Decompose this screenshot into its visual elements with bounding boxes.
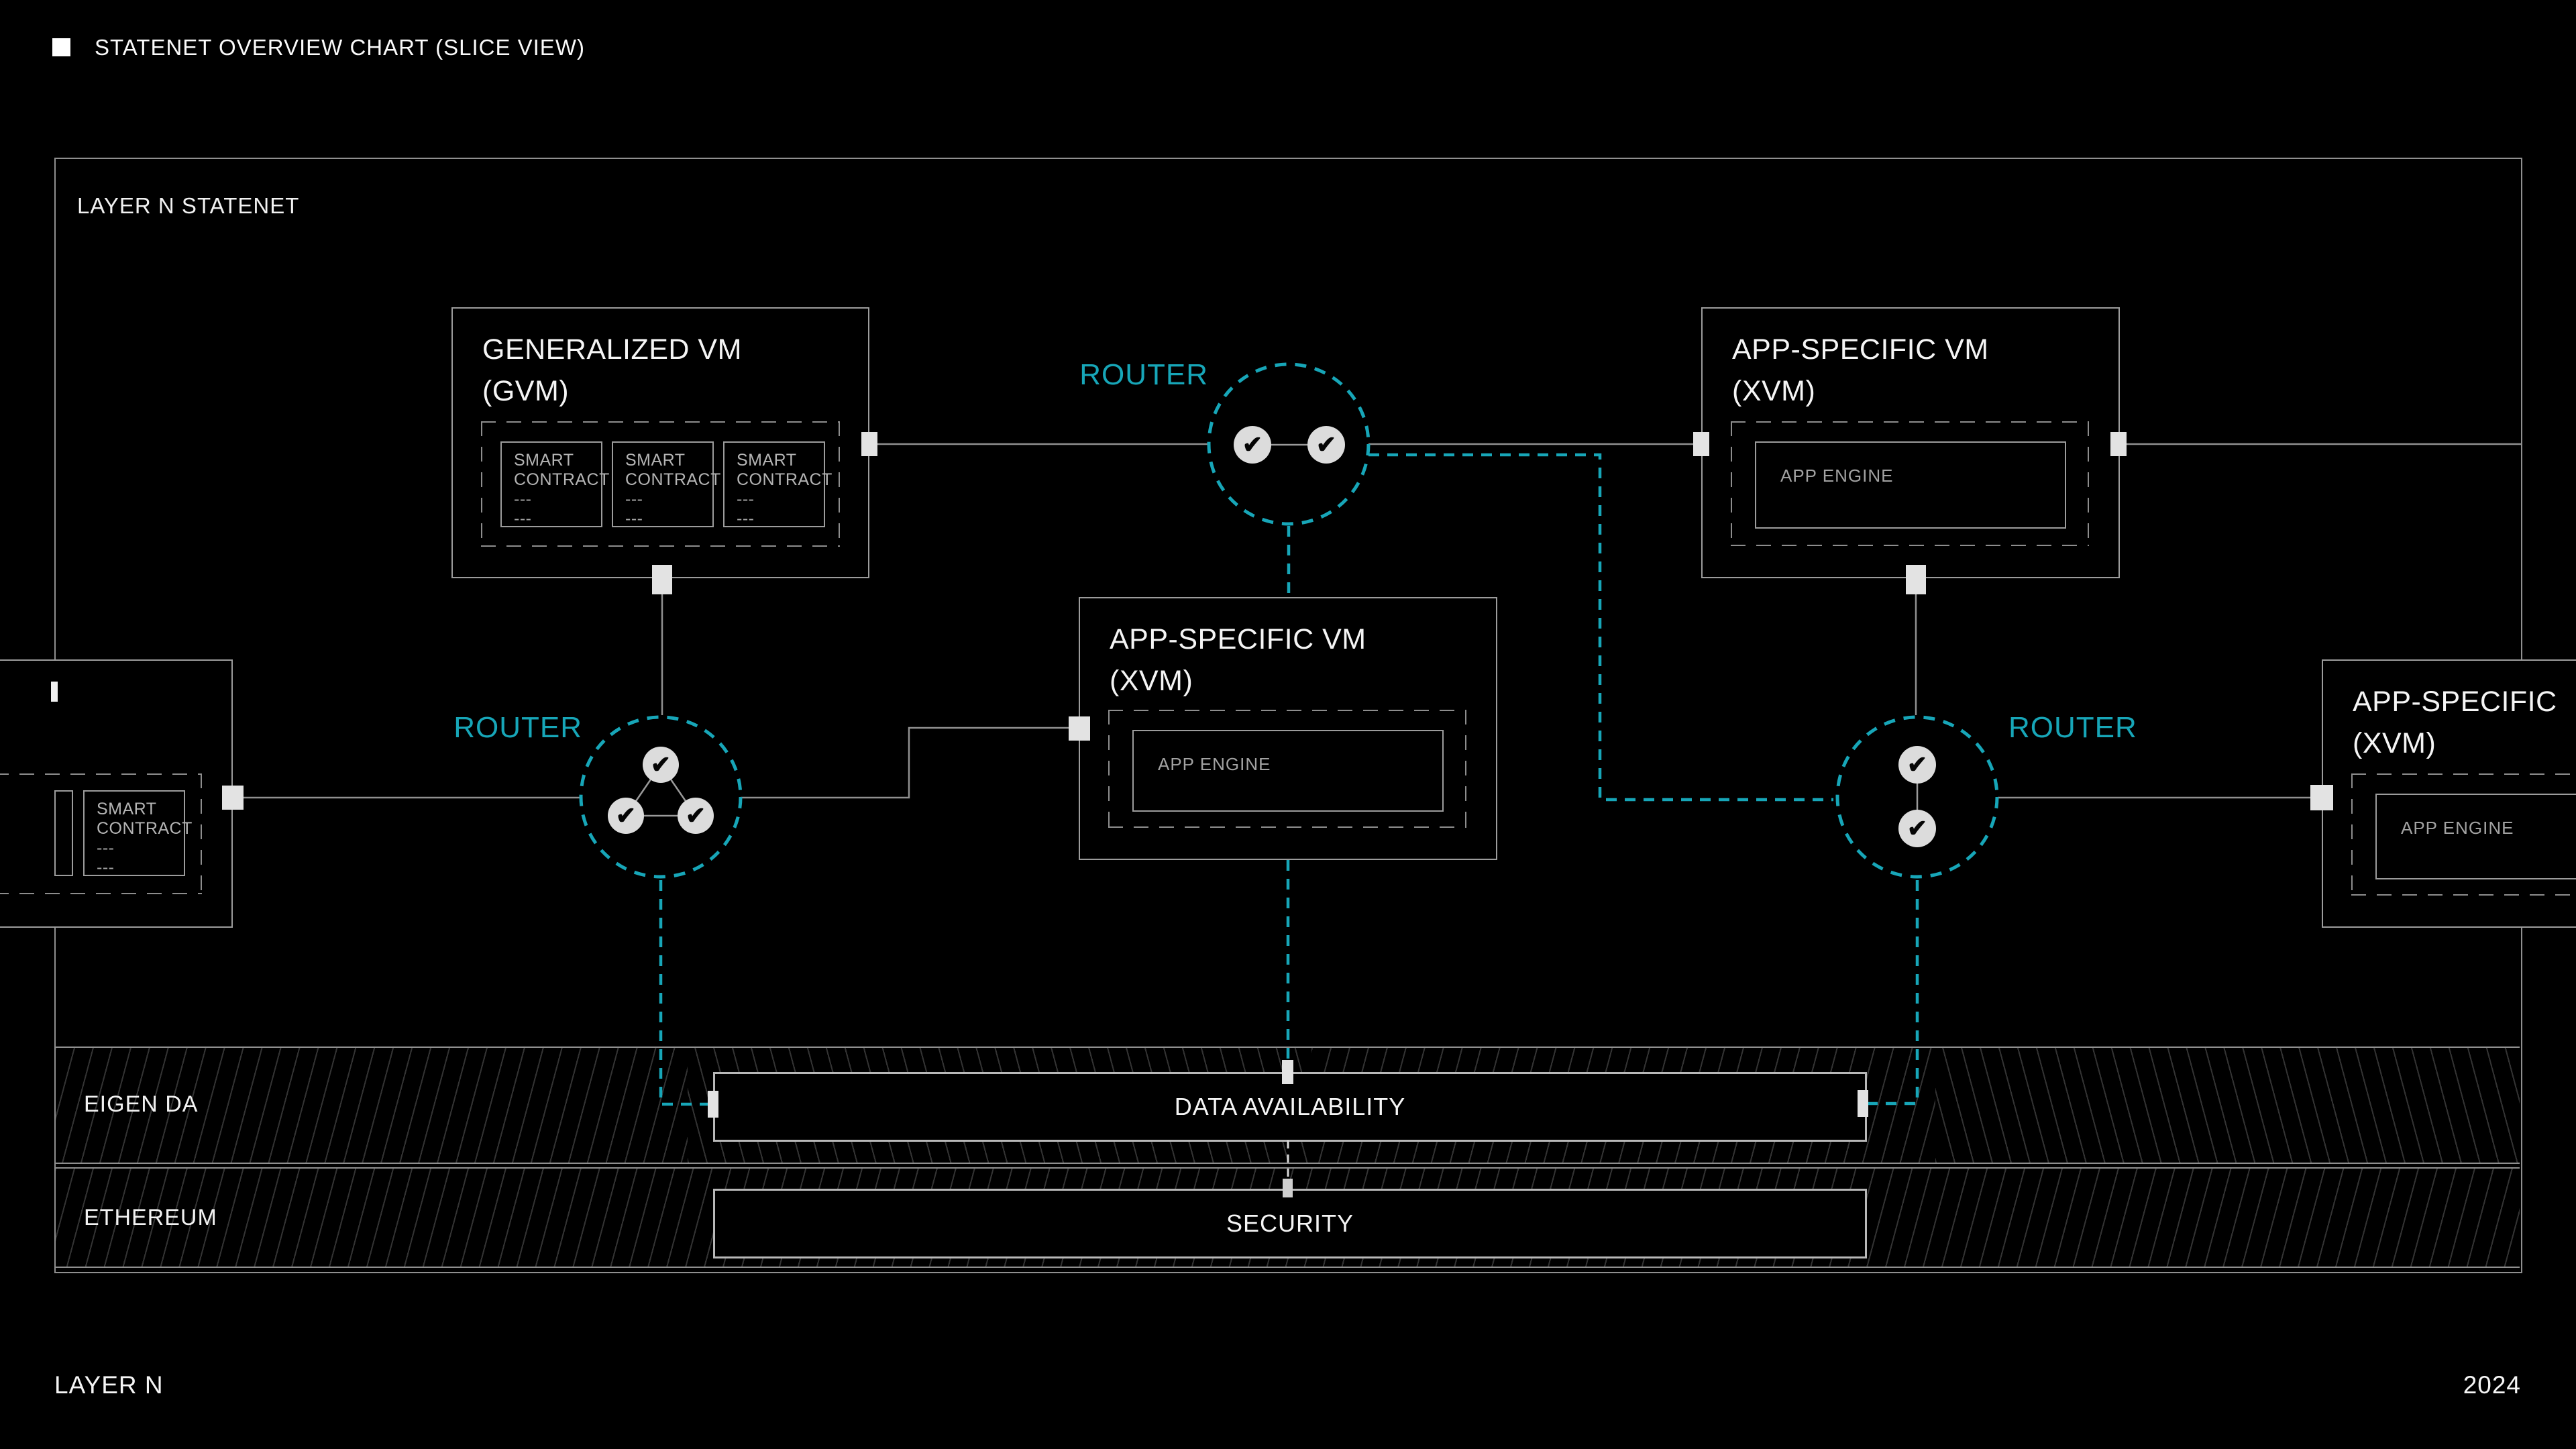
port-xvm-center-left [1069, 716, 1090, 741]
wire-center-xvm-to-left-router [741, 727, 1071, 799]
gvm-title: GENERALIZED VM (GVM) [482, 333, 742, 407]
validator-check-icon: ✔ [678, 798, 714, 834]
app-engine-label: APP ENGINE [2401, 818, 2514, 838]
hatch-segment [1935, 1048, 2520, 1163]
port-security-top [1283, 1179, 1293, 1197]
port-xvm-top-right-left [1693, 432, 1709, 456]
port-gvm-right [861, 432, 877, 456]
security-label: SECURITY [1226, 1210, 1354, 1237]
page-title: STATENET OVERVIEW CHART (SLICE VIEW) [95, 35, 585, 60]
validator-check-icon: ✔ [1234, 426, 1271, 464]
validator-check-icon: ✔ [1307, 426, 1345, 464]
ethereum-label: ETHEREUM [84, 1205, 217, 1230]
router-left-label: ROUTER [453, 711, 582, 744]
router-left: ✔ ✔ ✔ [579, 715, 743, 879]
router-top-label: ROUTER [1079, 358, 1208, 391]
port-da-left [708, 1091, 718, 1118]
validator-check-icon: ✔ [643, 747, 679, 783]
teal-wire-top-router-to-right-router [1368, 453, 1833, 802]
smart-contract-card: SMART CONTRACT --- --- [500, 441, 609, 528]
eigen-da-label: EIGEN DA [84, 1091, 199, 1117]
port-da-right [1858, 1090, 1868, 1117]
clipped-title-fragment [51, 682, 58, 702]
router-circle [1207, 362, 1371, 526]
footer-year: 2024 [2463, 1371, 2521, 1399]
smart-contract-card: SMART CONTRACT --- --- [723, 441, 832, 528]
xvm-top-right-box: APP-SPECIFIC VM (XVM) APP ENGINE [1701, 307, 2120, 578]
smart-contract-card: SMART CONTRACT --- --- [83, 790, 192, 877]
app-engine-box: APP ENGINE [2375, 794, 2576, 879]
gvm-box: GENERALIZED VM (GVM) SMART CONTRACT --- … [451, 307, 869, 578]
router-circle [579, 715, 743, 879]
xvm-right-partial-box: APP-SPECIFIC (XVM) APP ENGINE [2322, 659, 2576, 928]
validator-check-icon: ✔ [1898, 810, 1936, 847]
teal-wire-left-router-to-da [659, 880, 710, 1106]
data-availability-label: DATA AVAILABILITY [1174, 1093, 1406, 1120]
port-xvm-top-right-right [2110, 432, 2127, 456]
title-bullet-icon [52, 38, 70, 56]
validator-check-icon: ✔ [608, 798, 644, 834]
validator-check-icon: ✔ [1898, 746, 1936, 784]
hatch-segment [55, 1048, 688, 1163]
app-engine-label: APP ENGINE [1158, 754, 1271, 774]
security-bar: SECURITY [713, 1189, 1867, 1258]
app-engine-label: APP ENGINE [1780, 466, 1894, 486]
teal-wire-right-router-to-da [1858, 880, 1919, 1106]
app-engine-box: APP ENGINE [1132, 730, 1444, 812]
xvm-center-title: APP-SPECIFIC VM (XVM) [1110, 623, 1366, 697]
xvm-right-partial-title: APP-SPECIFIC (XVM) [2353, 686, 2557, 759]
port-xvm-top-right-bottom [1906, 565, 1926, 594]
port-right-box-left [2310, 785, 2333, 810]
port-gvm-bottom [652, 565, 672, 594]
smart-contract-card-stub [54, 790, 73, 876]
app-engine-box: APP ENGINE [1755, 441, 2066, 529]
xvm-top-right-title: APP-SPECIFIC VM (XVM) [1732, 333, 1989, 407]
router-circle [1835, 715, 1999, 879]
smart-contract-card: SMART CONTRACT --- --- [612, 441, 720, 528]
port-left-box-right [222, 786, 244, 810]
router-right: ✔ ✔ [1835, 715, 1999, 879]
port-da-top [1282, 1060, 1293, 1084]
frame-label: LAYER N STATENET [77, 193, 300, 218]
router-top: ✔ ✔ [1207, 362, 1371, 526]
footer-brand: LAYER N [54, 1371, 164, 1399]
xvm-center-box: APP-SPECIFIC VM (XVM) APP ENGINE [1079, 597, 1497, 860]
router-right-label: ROUTER [2008, 711, 2137, 744]
left-partial-box: SMART CONTRACT --- --- [0, 659, 233, 928]
